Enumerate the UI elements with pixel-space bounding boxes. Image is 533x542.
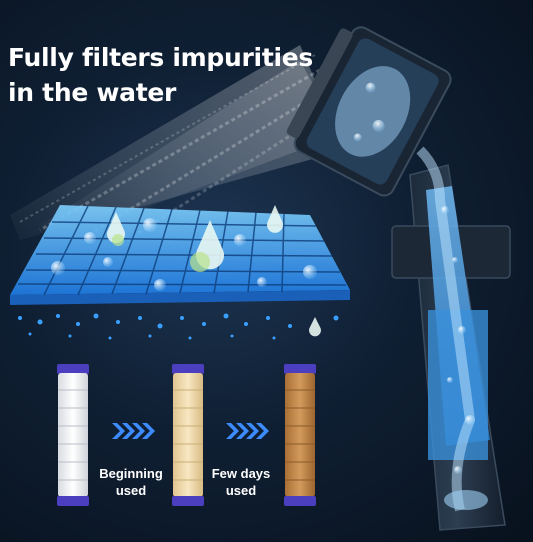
headline-line-1: Fully filters impurities <box>8 43 313 72</box>
caption-few-days-line-2: used <box>225 483 257 498</box>
filtered-droplets <box>18 313 339 340</box>
shower-handle <box>391 146 511 531</box>
filter-cartridge-new <box>57 364 89 506</box>
caption-few-days-used: Few days used <box>196 465 286 499</box>
caption-beginning-used: Beginning used <box>86 465 176 499</box>
caption-beginning-line-2: used <box>115 483 147 498</box>
caption-beginning-line-1: Beginning <box>99 466 163 481</box>
headline: Fully filters impurities in the water <box>8 40 313 110</box>
caption-few-days-line-1: Few days <box>211 466 271 481</box>
shower-head <box>286 26 452 197</box>
headline-line-2: in the water <box>8 78 177 107</box>
progress-arrow-icon <box>112 423 155 439</box>
filter-mesh <box>10 205 350 337</box>
filter-cartridge-few-days-used <box>284 364 316 506</box>
progress-arrow-icon-2 <box>226 423 269 439</box>
filter-cartridge-beginning-used <box>172 364 204 506</box>
